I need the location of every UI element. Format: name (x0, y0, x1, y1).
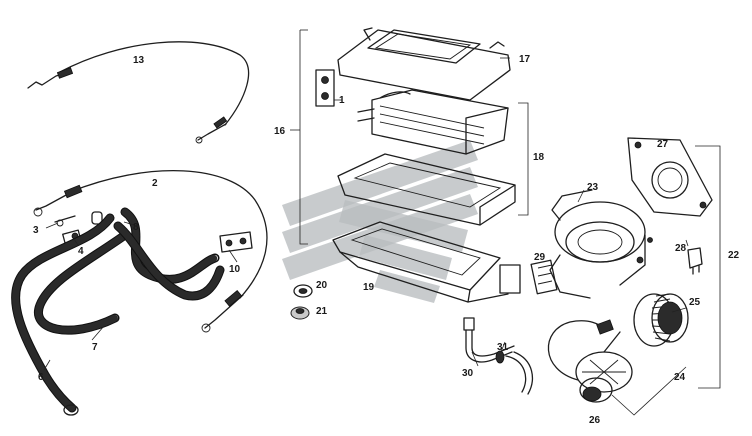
resistor-28 (687, 247, 703, 275)
motor-26 (547, 319, 633, 403)
bracket-24-line (611, 366, 687, 416)
callout-13: 13 (133, 55, 145, 66)
callout-31: 31 (497, 342, 509, 353)
callout-7: 7 (92, 342, 98, 353)
cable-13 (27, 41, 250, 144)
grommet-20 (293, 284, 313, 298)
callout-29: 29 (534, 252, 546, 263)
callout-25: 25 (689, 297, 701, 308)
callout-2: 2 (152, 178, 158, 189)
logo-watermark-icon (282, 140, 478, 303)
callout-20: 20 (316, 280, 328, 291)
callout-22: 22 (728, 250, 740, 261)
callout-10: 10 (229, 264, 241, 275)
callout-18: 18 (533, 152, 545, 163)
callout-1: 1 (339, 95, 345, 106)
housing-19 (332, 221, 521, 303)
tray-16 (337, 153, 516, 226)
hose-7 (34, 207, 220, 335)
callout-27: 27 (657, 139, 669, 150)
callout-17: 17 (519, 54, 531, 65)
callout-3: 3 (33, 225, 39, 236)
callout-26: 26 (589, 415, 601, 426)
fan-wheel-25 (633, 293, 689, 347)
cable-2 (33, 170, 268, 333)
callout-21: 21 (316, 306, 328, 317)
callout-19: 19 (363, 282, 375, 293)
leader-lines (43, 57, 689, 371)
bracket-22-line (695, 145, 721, 389)
callout-28: 28 (675, 243, 687, 254)
callout-8: 8 (133, 222, 139, 233)
hose-8 (113, 221, 225, 301)
drain-tube-30 (463, 317, 534, 395)
hose-6 (11, 213, 115, 416)
clamp-31 (495, 350, 505, 364)
callout-24: 24 (674, 372, 686, 383)
heater-core-18 (357, 89, 509, 155)
plate-27 (627, 137, 713, 217)
bracket-18-line (518, 102, 529, 216)
callout-labels: 1 2 3 4 6 7 8 10 13 16 17 18 19 20 21 22… (33, 54, 740, 426)
callout-4: 4 (78, 246, 84, 257)
grommet-21 (290, 306, 310, 320)
cover-17 (337, 27, 511, 101)
connector-29 (530, 259, 558, 295)
callout-6: 6 (38, 372, 44, 383)
fitting-3 (54, 215, 76, 227)
bracket-16-line (299, 29, 308, 245)
blower-housing-23 (549, 189, 653, 299)
callout-30: 30 (462, 368, 474, 379)
bracket-10 (219, 231, 253, 253)
plate-1 (315, 69, 335, 107)
callout-16: 16 (274, 126, 286, 137)
callout-23: 23 (587, 182, 599, 193)
